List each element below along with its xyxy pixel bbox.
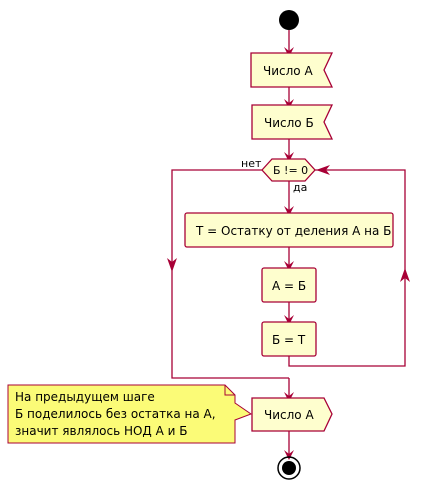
note-line-3: значит являлось НОД А и Б	[15, 424, 187, 438]
start-node	[279, 10, 299, 30]
no-branch-connector	[171, 169, 289, 379]
condition-node: Б != 0	[261, 158, 316, 182]
branch-no-label: нет	[241, 157, 262, 170]
input-b-label: Число Б	[264, 116, 314, 130]
loop-up-arrowhead	[400, 268, 410, 282]
end-node	[277, 456, 301, 480]
step-t-node: Т = Остатку от деления А на Б	[184, 212, 394, 248]
loop-left-arrowhead	[316, 165, 330, 175]
branch-yes-label: да	[293, 181, 307, 194]
step-bt-node: Б = Т	[261, 321, 317, 357]
no-branch-arrowhead	[167, 258, 177, 272]
step-bt-label: Б = Т	[272, 333, 306, 347]
output-a-label: Число А	[264, 408, 314, 422]
step-ab-label: А = Б	[272, 279, 306, 293]
note-line-2: Б поделилось без остатка на А,	[15, 407, 216, 421]
step-t-label: Т = Остатку от деления А на Б	[195, 224, 391, 238]
condition-label: Б != 0	[273, 164, 308, 177]
input-b-node: Число Б	[251, 104, 334, 140]
note: На предыдущем шаге Б поделилось без оста…	[7, 384, 253, 444]
input-a-node: Число А	[250, 52, 334, 88]
note-line-1: На предыдущем шаге	[15, 390, 155, 404]
input-a-label: Число А	[263, 64, 313, 78]
loop-back-connector	[288, 169, 406, 367]
step-ab-node: А = Б	[261, 267, 317, 303]
output-a-node: Число А	[251, 397, 333, 432]
